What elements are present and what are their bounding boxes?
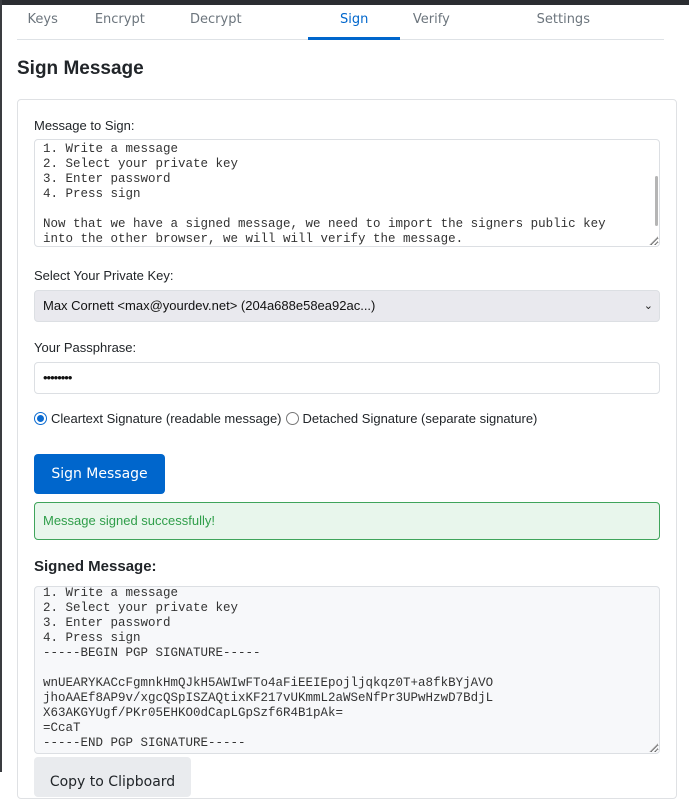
radio-cleartext[interactable]: Cleartext Signature (readable message)	[34, 411, 282, 426]
radio-cleartext-label: Cleartext Signature (readable message)	[51, 411, 282, 426]
passphrase-label: Your Passphrase:	[34, 340, 137, 355]
tab-keys[interactable]: Keys	[27, 12, 58, 27]
passphrase-input[interactable]: ••••••••	[34, 362, 660, 394]
success-alert: Message signed successfully!	[34, 502, 660, 540]
resize-grip-icon[interactable]	[648, 742, 658, 752]
signed-message-textarea[interactable]	[34, 586, 660, 754]
copy-to-clipboard-button[interactable]: Copy to Clipboard	[34, 757, 191, 797]
page-title: Sign Message	[17, 58, 144, 79]
radio-unchecked-icon[interactable]	[285, 412, 299, 425]
private-key-selected-value: Max Cornett <max@yourdev.net> (204a688e5…	[43, 298, 376, 313]
tab-settings[interactable]: Settings	[536, 12, 590, 27]
tab-decrypt[interactable]: Decrypt	[190, 12, 242, 27]
chevron-down-icon: ⌄	[643, 299, 653, 312]
signature-type-group: Cleartext Signature (readable message) D…	[34, 411, 537, 426]
signed-message-title: Signed Message:	[34, 558, 157, 575]
tab-verify[interactable]: Verify	[412, 12, 450, 27]
tab-bar: Keys Encrypt Decrypt Sign Verify Setting…	[17, 5, 664, 40]
resize-grip-icon[interactable]	[648, 235, 658, 245]
message-textarea[interactable]	[34, 139, 660, 247]
message-scrollbar[interactable]	[655, 176, 658, 226]
radio-checked-icon[interactable]	[34, 412, 47, 425]
radio-detached-label: Detached Signature (separate signature)	[302, 411, 538, 426]
private-key-select[interactable]: Max Cornett <max@yourdev.net> (204a688e5…	[34, 290, 660, 322]
window-top-bar	[0, 0, 689, 5]
window-left-edge	[0, 0, 2, 772]
radio-detached[interactable]: Detached Signature (separate signature)	[285, 411, 538, 426]
tab-encrypt[interactable]: Encrypt	[94, 12, 145, 27]
private-key-label: Select Your Private Key:	[34, 268, 174, 283]
message-label: Message to Sign:	[34, 118, 135, 133]
sign-message-button[interactable]: Sign Message	[34, 454, 165, 494]
tab-sign[interactable]: Sign	[308, 5, 400, 40]
